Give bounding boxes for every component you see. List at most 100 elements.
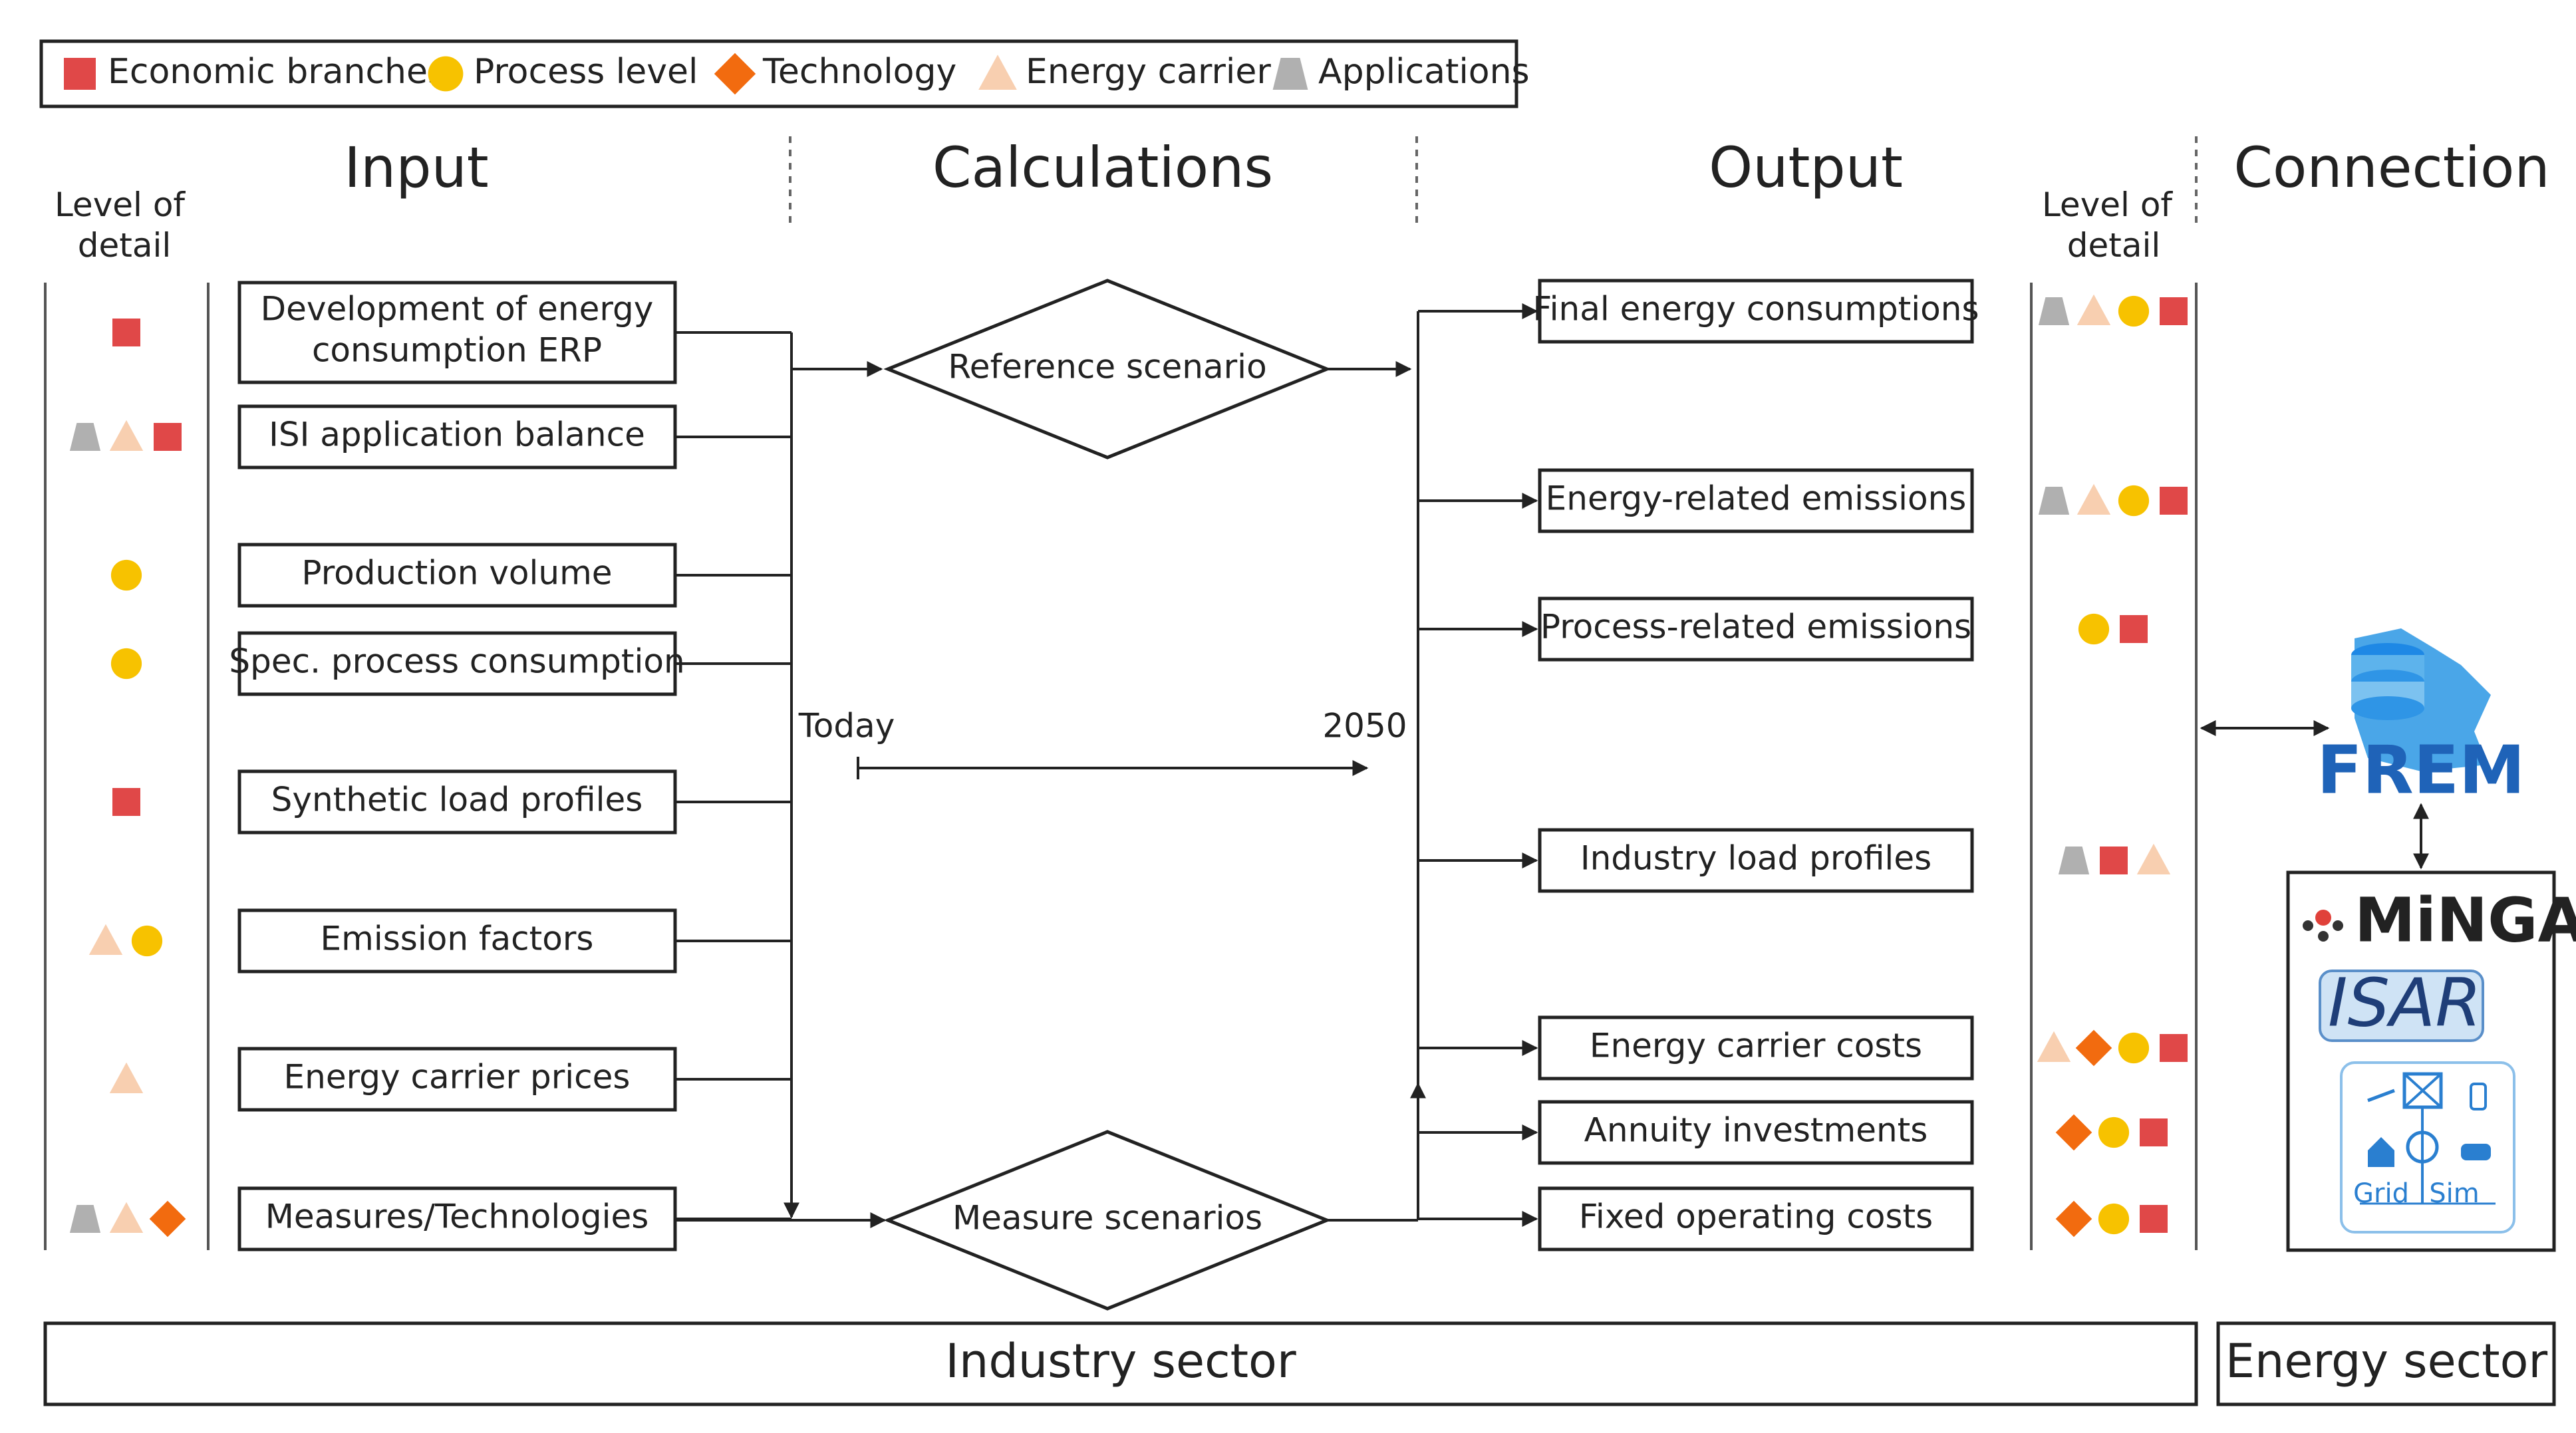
input-box (237, 1186, 677, 1251)
legend: Economic branches Process level Technology… (39, 39, 1530, 108)
isar-logo: ISAR (2319, 964, 2484, 1042)
circle-marker-icon (2118, 1032, 2150, 1064)
heading-connection: Connection (2233, 135, 2549, 200)
legend-label-process: Process level (474, 52, 698, 92)
industry-sector-label: Industry sector (945, 1334, 1296, 1388)
triangle-marker-icon (109, 1202, 144, 1233)
energy-sector-bar (2216, 1321, 2556, 1406)
circle-marker-icon (2118, 485, 2150, 517)
measure-scenarios-label: Measure scenarios (952, 1199, 1262, 1238)
legend-frame (39, 39, 1518, 108)
trapezoid-marker-icon (2038, 297, 2070, 325)
timeline-today: Today (798, 707, 895, 745)
square-marker-icon (112, 319, 140, 346)
trapezoid-marker-icon (69, 1205, 101, 1233)
input-detail-markers (69, 319, 186, 1238)
minga-dot-icon (2315, 910, 2331, 926)
legend-label-carrier: Energy carrier (1026, 52, 1271, 92)
reference-scenario-label: Reference scenario (948, 348, 1266, 386)
output-detail-markers (2037, 294, 2188, 1238)
triangle-marker-icon (978, 55, 1017, 90)
diamond-marker-icon (149, 1200, 186, 1238)
isar-badge (2319, 970, 2484, 1042)
battery-icon (2470, 1083, 2487, 1110)
isar-wordmark: ISAR (2328, 964, 2482, 1041)
square-marker-icon (2120, 615, 2148, 643)
frem-logo: FREM (2317, 628, 2525, 809)
input-label: Production volume (301, 554, 612, 592)
output-label: Fixed operating costs (1579, 1198, 1933, 1236)
minga-logo: MiNGA (2303, 884, 2576, 956)
diamond-marker-icon (2055, 1200, 2092, 1238)
input-label: Emission factors (321, 920, 594, 958)
input-label: Spec. process consumption (229, 642, 684, 681)
lod-right-line1: Level of (2042, 186, 2173, 224)
legend-label-branch: Economic branches (108, 52, 446, 92)
circle-marker-icon (2098, 1203, 2130, 1235)
lod-right-line2: detail (2067, 226, 2161, 265)
square-marker-icon (2140, 1205, 2168, 1233)
output-box (1538, 828, 1974, 893)
industry-sector-bar (43, 1321, 2198, 1406)
wind-icon (2367, 1089, 2395, 1103)
output-box (1538, 468, 1974, 533)
input-box (237, 631, 677, 696)
energy-sector-label: Energy sector (2225, 1334, 2548, 1388)
lod-left-line1: Level of (55, 186, 186, 224)
input-box (237, 404, 677, 469)
gridsim-logo: Grid Sim (2340, 1061, 2515, 1234)
output-box (1538, 1100, 1974, 1165)
output-label: Final energy consumptions (1532, 290, 1979, 328)
triangle-marker-icon (2037, 1031, 2071, 1062)
square-marker-icon (2100, 847, 2128, 874)
minga-node-icon (2318, 931, 2329, 942)
output-column: Final energy consumptionsEnergy-related … (1418, 279, 1979, 1251)
circle-marker-icon (428, 56, 464, 92)
triangle-marker-icon (2076, 294, 2111, 325)
house-icon (2368, 1137, 2394, 1167)
output-label: Energy carrier costs (1590, 1027, 1922, 1065)
diamond-marker-icon (2075, 1029, 2112, 1067)
minga-node-icon (2303, 920, 2313, 931)
output-box (1538, 596, 1974, 662)
input-label: Measures/Technologies (265, 1198, 649, 1236)
circle-marker-icon (2078, 613, 2110, 645)
lod-left-line2: detail (78, 226, 172, 265)
frem-map-icon (2351, 628, 2491, 771)
input-box (237, 1047, 677, 1112)
heading-calculations: Calculations (932, 135, 1273, 200)
triangle-marker-icon (109, 420, 144, 451)
trapezoid-marker-icon (69, 423, 101, 451)
output-box (1538, 279, 1974, 344)
legend-label-app: Applications (1318, 52, 1530, 92)
square-marker-icon (2160, 1034, 2188, 1062)
car-icon (2461, 1144, 2491, 1160)
legend-label-tech: Technology (762, 52, 956, 92)
input-label: consumption ERP (312, 331, 602, 370)
square-marker-icon (2160, 297, 2188, 325)
circle-marker-icon (2098, 1116, 2130, 1148)
trapezoid-marker-icon (2038, 487, 2070, 515)
minga-wordmark: MiNGA (2355, 884, 2576, 956)
output-box (1538, 1015, 1974, 1081)
input-label: Development of energy (261, 290, 654, 328)
square-marker-icon (2160, 487, 2188, 515)
circle-marker-icon (110, 648, 142, 680)
diamond-marker-icon (714, 53, 756, 95)
output-label: Energy-related emissions (1546, 479, 1967, 518)
triangle-marker-icon (2076, 483, 2111, 515)
sim-label: Sim (2429, 1178, 2479, 1209)
minga-node-icon (2333, 920, 2343, 931)
square-marker-icon (112, 788, 140, 816)
output-label: Process-related emissions (1540, 608, 1971, 646)
triangle-marker-icon (88, 924, 123, 955)
circle-marker-icon (110, 559, 142, 591)
output-box (1538, 1186, 1974, 1251)
diamond-marker-icon (2055, 1114, 2092, 1151)
timeline-year: 2050 (1322, 707, 1407, 745)
triangle-marker-icon (2136, 843, 2171, 874)
grid-label: Grid (2353, 1178, 2409, 1209)
circle-marker-icon (131, 925, 163, 957)
input-box (237, 769, 677, 835)
